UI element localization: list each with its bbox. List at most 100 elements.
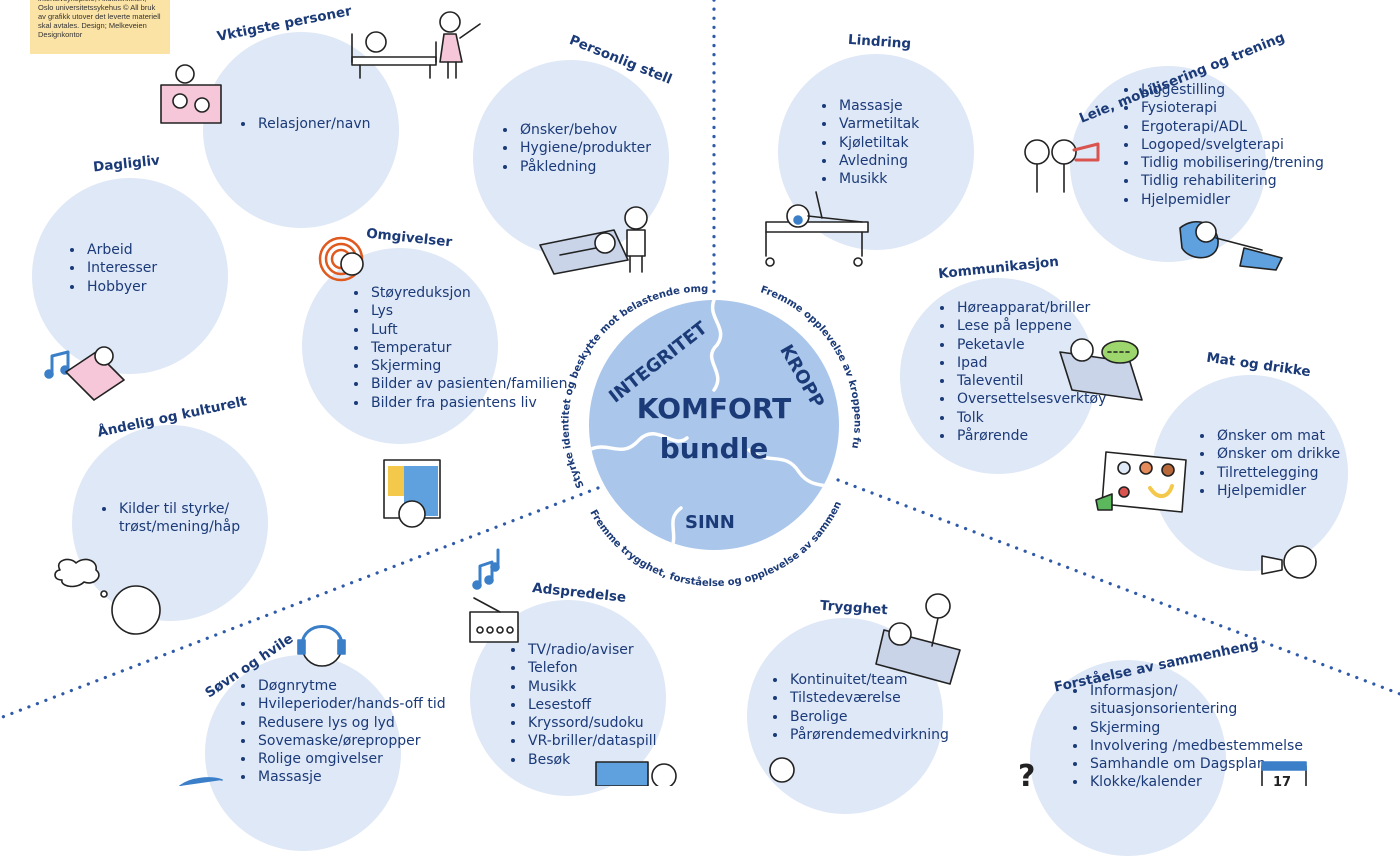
list-item: Logoped/svelgterapi <box>1139 136 1324 154</box>
komfort-center-circle: INTEGRITET KROPP SINN KOMFORT bundle <box>589 300 839 550</box>
list-item: Hvileperioder/hands-off tid <box>256 695 446 713</box>
list-item: Sovemaske/ørepropper <box>256 732 446 750</box>
list-item: Fysioterapi <box>1139 99 1324 117</box>
list-item: Telefon <box>526 659 657 677</box>
relief-bed-icon <box>765 191 869 267</box>
list-personlig: Ønsker/behov Hygiene/produkter Påklednin… <box>500 121 651 176</box>
list-item: Lesestoff <box>526 696 657 714</box>
list-item: Høreapparat/briller <box>955 299 1106 317</box>
photo-frame-icon <box>160 64 222 124</box>
list-item: Ergoterapi/ADL <box>1139 118 1324 136</box>
circle-kommunikasjon <box>900 278 1096 474</box>
list-item: TV/radio/aviser <box>526 641 657 659</box>
list-item: Skjerming <box>1088 719 1303 737</box>
list-item: Skjerming <box>369 357 568 375</box>
list-trygghet: Kontinuitet/team Tilstedeværelse Berolig… <box>770 671 949 744</box>
list-item: Varmetiltak <box>837 115 919 133</box>
list-leie: Liggestilling Fysioterapi Ergoterapi/ADL… <box>1121 81 1324 209</box>
list-kommunikasjon: Høreapparat/briller Lese på leppene Peke… <box>937 299 1106 445</box>
list-item: Redusere lys og lyd <box>256 714 446 732</box>
list-item: Peketavle <box>955 336 1106 354</box>
radio-icon <box>469 548 677 786</box>
list-andelig: Kilder til styrke/ trøst/mening/håp <box>99 500 240 537</box>
puzzle-lines <box>589 300 839 550</box>
list-item: Tolk <box>955 409 1106 427</box>
food-board-icon <box>1095 451 1317 579</box>
list-item: Bilder fra pasientens liv <box>369 394 568 412</box>
list-vktigste: Relasjoner/navn <box>238 115 371 133</box>
list-item: Pårørendemedvirkning <box>788 726 949 744</box>
list-item: Luft <box>369 321 568 339</box>
list-item: Ønsker om mat <box>1215 427 1340 445</box>
speech-bubble-icon <box>1059 338 1143 401</box>
list-item: Støyreduksjon <box>369 284 568 302</box>
list-item: Påkledning <box>518 158 651 176</box>
list-item: Liggestilling <box>1139 81 1324 99</box>
thinking-head-icon <box>54 558 161 635</box>
question-mark-icon: ? <box>1018 759 1035 786</box>
list-item: Arbeid <box>85 241 157 259</box>
divider-right <box>836 478 1400 696</box>
list-item: Taleventil <box>955 372 1106 390</box>
headphones-icon <box>179 625 346 786</box>
list-item: Musikk <box>526 678 657 696</box>
credit-note: intensivsykepleie, Akuttklinikken, Oslo … <box>30 0 170 54</box>
list-item: Massasje <box>837 97 919 115</box>
center-arc-texts: Styrke identitet og beskytte mot belaste… <box>0 0 863 589</box>
mobilization-figures-icon <box>1024 139 1283 271</box>
circle-leie <box>1070 66 1266 262</box>
list-item: Tilstedeværelse <box>788 689 949 707</box>
list-item: Hjelpemidler <box>1139 191 1324 209</box>
window-icon <box>383 459 441 528</box>
list-item: Hygiene/produkter <box>518 139 651 157</box>
list-item: Tilrettelegging <box>1215 464 1340 482</box>
patient-bed-icon <box>351 11 481 79</box>
list-item: Berolige <box>788 708 949 726</box>
list-mat: Ønsker om mat Ønsker om drikke Tilrettel… <box>1197 427 1340 500</box>
list-dagligliv: Arbeid Interesser Hobbyer <box>67 241 157 296</box>
list-item: Samhandle om Dagsplan <box>1088 755 1303 773</box>
list-omgivelser: Støyreduksjon Lys Luft Temperatur Skjerm… <box>351 284 568 412</box>
word-sinn: SINN <box>685 512 735 533</box>
list-item: Døgnrytme <box>256 677 446 695</box>
calendar-day: 17 <box>1273 775 1291 786</box>
list-item: Hobbyer <box>85 278 157 296</box>
list-item: Pårørende <box>955 427 1106 445</box>
list-item: Tidlig rehabilitering <box>1139 172 1324 190</box>
calendar-icon <box>1261 761 1307 786</box>
list-item: Bilder av pasienten/familien <box>369 375 568 393</box>
list-item: Hjelpemidler <box>1215 482 1340 500</box>
noise-reduction-icon <box>318 236 364 282</box>
list-item: Musikk <box>837 170 919 188</box>
komfort-title: KOMFORT <box>636 392 792 425</box>
list-item: Besøk <box>526 751 657 769</box>
list-item: Lys <box>369 302 568 320</box>
list-item: Ønsker om drikke <box>1215 445 1340 463</box>
dotted-dividers <box>0 0 1400 720</box>
list-item: Kjøletiltak <box>837 134 919 152</box>
list-sovn: Døgnrytme Hvileperioder/hands-off tid Re… <box>238 677 446 787</box>
circle-andelig <box>72 425 268 621</box>
list-adspredelse: TV/radio/aviser Telefon Musikk Lesestoff… <box>508 641 657 769</box>
illustrations: ? 17 <box>44 11 1317 786</box>
list-item: VR-briller/dataspill <box>526 732 657 750</box>
list-item: Ønsker/behov <box>518 121 651 139</box>
list-item: Rolige omgivelser <box>256 750 446 768</box>
list-item: Relasjoner/navn <box>256 115 371 133</box>
bundle-title: bundle <box>659 432 769 465</box>
list-item: Involvering /medbestemmelse <box>1088 737 1303 755</box>
list-lindring: Massasje Varmetiltak Kjøletiltak Avledni… <box>819 97 919 188</box>
personal-care-icon <box>539 206 648 275</box>
list-forstaelse: Informasjon/ situasjonsorientering Skjer… <box>1070 682 1303 792</box>
list-item: Informasjon/ situasjonsorientering <box>1088 682 1303 719</box>
circle-lindring <box>778 54 974 250</box>
list-item: Tidlig mobilisering/trening <box>1139 154 1324 172</box>
list-item: Avledning <box>837 152 919 170</box>
list-item: Kontinuitet/team <box>788 671 949 689</box>
list-item: Temperatur <box>369 339 568 357</box>
list-item: Kilder til styrke/ trøst/mening/håp <box>117 500 240 537</box>
reassurance-icon <box>769 593 961 783</box>
music-tape-icon <box>44 346 125 401</box>
circle-dagligliv <box>32 178 228 374</box>
list-item: Kryssord/sudoku <box>526 714 657 732</box>
